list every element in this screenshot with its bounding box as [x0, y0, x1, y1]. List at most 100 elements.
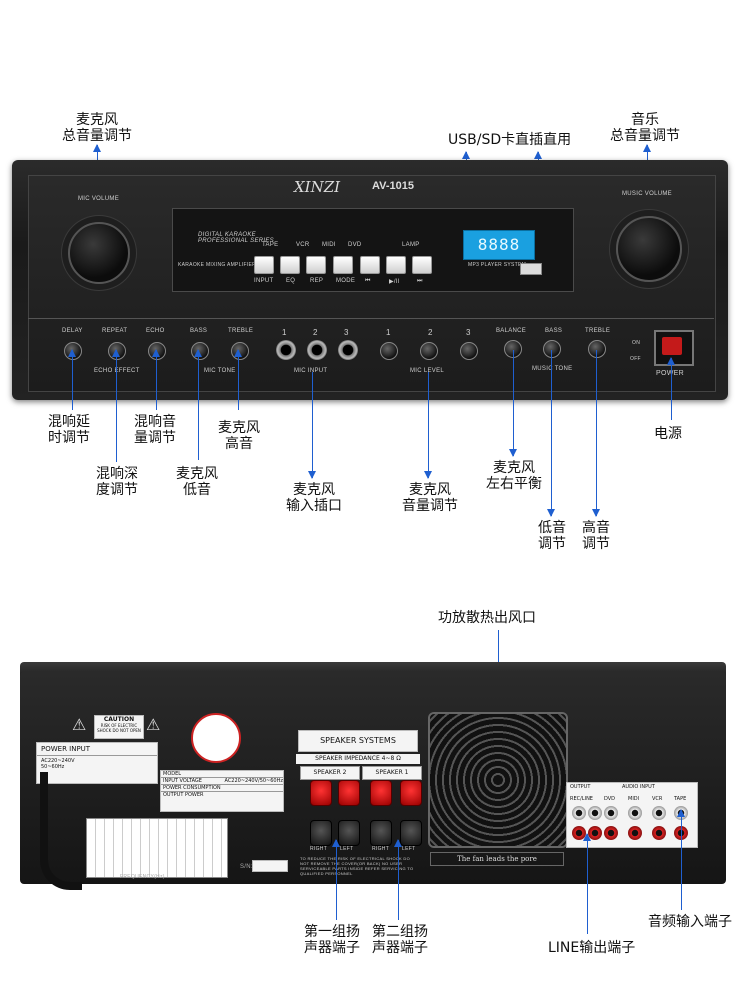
fan-caption: The fan leads the pore — [430, 852, 564, 866]
speaker2-left-positive-terminal[interactable] — [338, 780, 360, 806]
callout-text: 麦克风 — [218, 420, 260, 436]
button-label: INPUT — [254, 278, 274, 284]
section-label: MIC INPUT — [294, 368, 328, 374]
mic-level-label: 3 — [466, 328, 471, 337]
callout-text: 高音 — [225, 436, 253, 452]
mic-input-jack-1[interactable] — [276, 340, 296, 360]
mic-volume-knob[interactable] — [68, 222, 130, 284]
knob-label-music-treble: TREBLE — [585, 328, 611, 334]
button-label: ▶/II — [389, 279, 400, 285]
rep-button[interactable] — [306, 256, 326, 274]
midi-in-left-jack[interactable] — [628, 806, 642, 820]
source-vcr: VCR — [296, 242, 310, 248]
on-label: ON — [632, 340, 641, 346]
freq-label: FREQUENCY(Hz) — [120, 874, 165, 880]
music-bass-knob[interactable] — [543, 340, 561, 358]
section-label: MIC TONE — [204, 368, 236, 374]
callout-mic-input: 麦克风 输入插口 — [286, 482, 342, 514]
mode-button[interactable] — [333, 256, 353, 274]
callout-text: 音乐 — [631, 112, 659, 128]
section-label: MUSIC TONE — [532, 366, 573, 372]
io-label: VCR — [652, 796, 663, 802]
music-treble-knob[interactable] — [588, 340, 606, 358]
button-label: ⏮ — [365, 278, 371, 284]
mic-level-knob-1[interactable] — [380, 342, 398, 360]
callout-balance: 麦克风 左右平衡 — [486, 460, 542, 492]
vcr-in-right-jack[interactable] — [652, 826, 666, 840]
audio-input-label: AUDIO INPUT — [622, 784, 655, 790]
callout-speaker2: 第二组扬 声器端子 — [372, 924, 428, 956]
mic-input-jack-3[interactable] — [338, 340, 358, 360]
certification-seal-icon — [191, 713, 241, 763]
music-volume-knob[interactable] — [616, 216, 682, 282]
arrow — [667, 357, 675, 420]
mic-level-knob-2[interactable] — [420, 342, 438, 360]
rec-line-out-left-jack-2[interactable] — [588, 806, 602, 820]
callout-text: 麦克风 — [493, 460, 535, 476]
arrow — [68, 349, 76, 410]
speaker2-right-negative-terminal[interactable] — [310, 820, 332, 846]
dvd-in-left-jack[interactable] — [604, 806, 618, 820]
speaker2-right-positive-terminal[interactable] — [310, 780, 332, 806]
callout-text: 总音量调节 — [62, 128, 132, 144]
cooling-fan-grille — [428, 712, 568, 848]
callout-text: 麦克风 — [76, 112, 118, 128]
callout-echo: 混响音 量调节 — [134, 414, 176, 446]
knob-label-delay: DELAY — [62, 328, 83, 334]
jack-label: 3 — [344, 328, 349, 337]
callout-text: 量调节 — [134, 430, 176, 446]
callout-text: 总音量调节 — [610, 128, 680, 144]
rec-line-out-right-jack-2[interactable] — [588, 826, 602, 840]
mic-volume-label: MIC VOLUME — [78, 196, 120, 202]
dvd-in-right-jack[interactable] — [604, 826, 618, 840]
callout-text: 声器端子 — [304, 940, 360, 956]
prev-button[interactable] — [360, 256, 380, 274]
callout-bass: 低音 调节 — [538, 520, 566, 552]
callout-mic-level: 麦克风 音量调节 — [402, 482, 458, 514]
callout-text: 混响音 — [134, 414, 176, 430]
speaker1-right-positive-terminal[interactable] — [370, 780, 392, 806]
source-midi: MIDI — [322, 242, 336, 248]
rec-line-out-right-jack[interactable] — [572, 826, 586, 840]
next-button[interactable] — [412, 256, 432, 274]
arrow — [332, 839, 340, 920]
speaker2-left-negative-terminal[interactable] — [338, 820, 360, 846]
source-dvd: DVD — [348, 242, 362, 248]
power-switch[interactable] — [654, 330, 694, 366]
play-pause-button[interactable] — [386, 256, 406, 274]
knob-label-music-bass: BASS — [545, 328, 563, 334]
callout-text: 音量调节 — [402, 498, 458, 514]
arrow — [194, 349, 202, 460]
sn-label: S/N: — [240, 864, 253, 870]
rec-line-out-left-jack[interactable] — [572, 806, 586, 820]
speaker1-left-negative-terminal[interactable] — [400, 820, 422, 846]
power-label: POWER — [656, 370, 684, 377]
usb-port[interactable] — [520, 263, 542, 275]
speaker-impedance: SPEAKER IMPEDANCE 4~8 Ω — [296, 754, 420, 764]
arrow — [547, 350, 555, 517]
arrow — [152, 349, 160, 410]
knob-label-balance: BALANCE — [496, 328, 527, 334]
io-label: TAPE — [674, 796, 687, 802]
speaker1-left-positive-terminal[interactable] — [400, 780, 422, 806]
model-label: AV-1015 — [372, 180, 414, 192]
eq-button[interactable] — [280, 256, 300, 274]
series-label: DIGITAL KARAOKE PROFESSIONAL SERIES — [198, 232, 274, 244]
midi-in-right-jack[interactable] — [628, 826, 642, 840]
speaker1-right-negative-terminal[interactable] — [370, 820, 392, 846]
vcr-in-left-jack[interactable] — [652, 806, 666, 820]
warning-triangle-icon: ⚠ — [72, 715, 87, 734]
caution-sub: RISK OF ELECTRIC SHOCK DO NOT OPEN — [97, 723, 141, 733]
mic-level-knob-3[interactable] — [460, 342, 478, 360]
power-input-spec: AC220~240V 50~60Hz — [41, 758, 75, 770]
jack-label: 2 — [313, 328, 318, 337]
callout-text: 麦克风 — [409, 482, 451, 498]
left-label: LEFT — [402, 846, 416, 852]
right-label: RIGHT — [310, 846, 328, 852]
mic-input-jack-2[interactable] — [307, 340, 327, 360]
button-label: EQ — [286, 278, 296, 284]
tagline: KARAOKE MIXING AMPLIFIER — [178, 262, 257, 268]
input-button[interactable] — [254, 256, 274, 274]
callout-text: 输入插口 — [286, 498, 342, 514]
mic-level-label: 2 — [428, 328, 433, 337]
